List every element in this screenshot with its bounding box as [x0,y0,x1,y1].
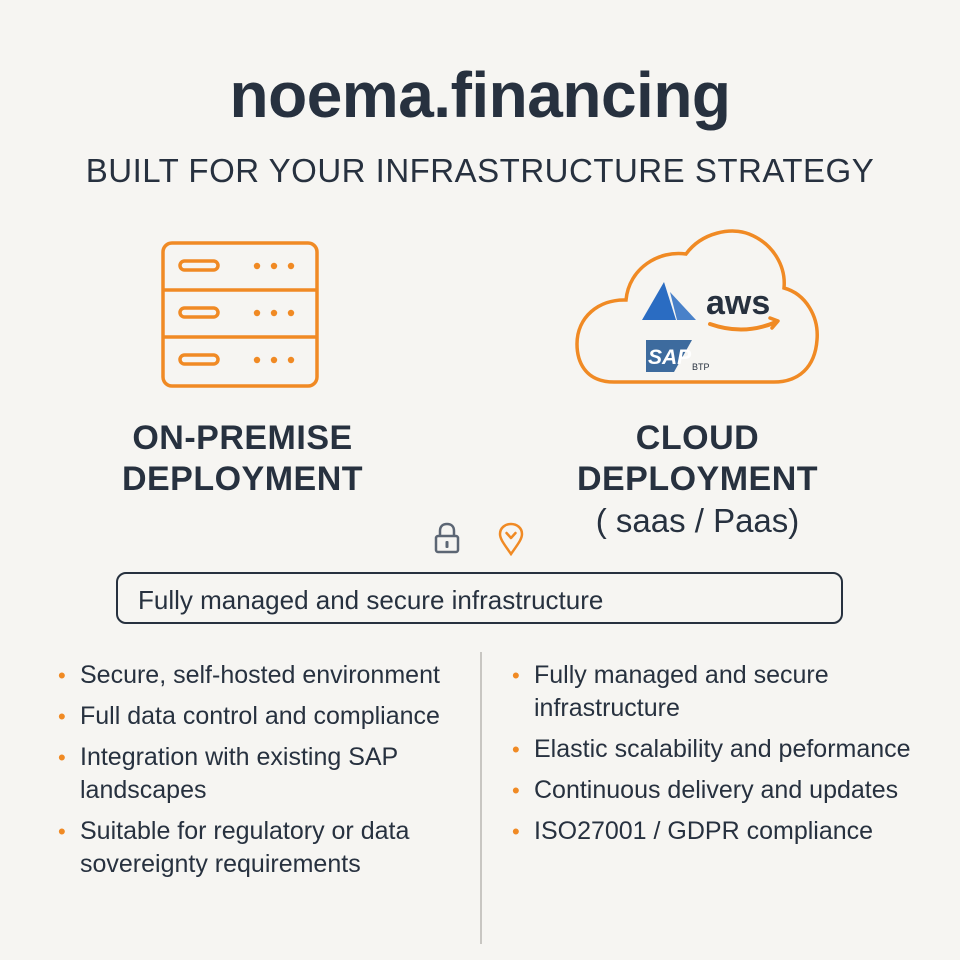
sap-logo-text: SAP [648,346,692,369]
lock-icon [434,522,460,559]
server-rack-icon [160,240,322,395]
cloud-icon: aws SAP BTP [574,222,822,395]
on-premise-features: Secure, self-hosted environment Full dat… [58,659,468,889]
on-premise-title-line1: ON-PREMISE [132,419,353,457]
column-divider [480,652,482,944]
list-item: Suitable for regulatory or data sovereig… [58,815,468,881]
list-item: Fully managed and secure infrastructure [512,659,914,725]
location-pin-icon [498,522,524,561]
cloud-title-line1: CLOUD [635,419,760,457]
aws-logo-text: aws [706,284,770,322]
tagline: BUILT FOR YOUR INFRASTRUCTURE STRATEGY [85,152,875,189]
on-premise-title-line2: DEPLOYMENT [121,460,364,498]
sap-logo-suffix: BTP [692,362,710,372]
list-item: Continuous delivery and updates [512,774,960,807]
aws-logo-icon: aws [706,284,780,332]
brand-title: noema.financing [229,59,732,131]
cloud-subtitle: ( saas / Paas) [595,502,800,539]
list-item: Secure, self-hosted environment [58,659,468,692]
info-banner: Fully managed and secure infrastructure [116,572,843,624]
sap-logo-icon: SAP BTP [646,340,710,372]
list-item: Full data control and compliance [58,700,468,733]
cloud-title: CLOUD DEPLOYMENT [520,418,875,500]
azure-logo-icon [642,282,696,320]
list-item: Integration with existing SAP landscapes [58,741,468,807]
on-premise-title: ON-PREMISE DEPLOYMENT [60,418,425,500]
cloud-title-line2: DEPLOYMENT [576,460,819,498]
list-item: Elastic scalability and peformance [512,733,960,766]
list-item: ISO27001 / GDPR compliance [512,815,960,848]
cloud-features: Fully managed and secure infrastructure … [512,659,960,856]
